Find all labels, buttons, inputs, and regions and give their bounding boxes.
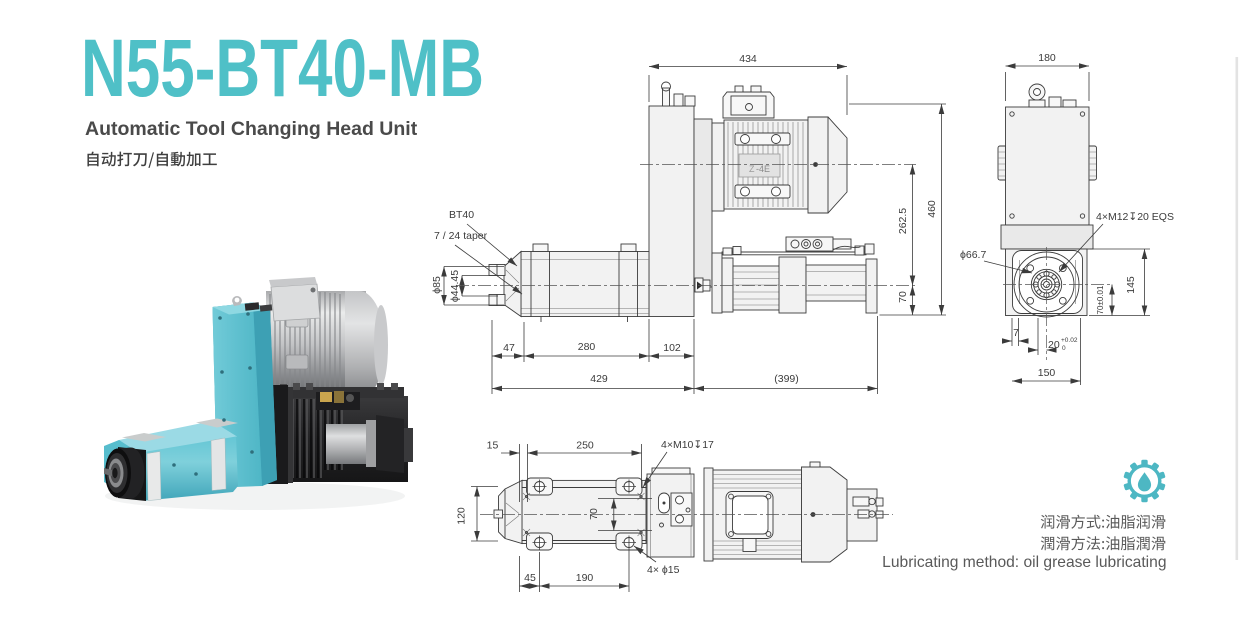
svg-text:70: 70 — [588, 508, 600, 520]
svg-text:4×M12↧20 EQS: 4×M12↧20 EQS — [1096, 211, 1174, 223]
svg-text:70: 70 — [897, 291, 909, 303]
svg-text:ϕ44.45: ϕ44.45 — [449, 270, 461, 302]
svg-text:15: 15 — [487, 440, 499, 452]
svg-text:Lubricating method: oil grease: Lubricating method: oil grease lubricati… — [882, 554, 1166, 571]
svg-text:4× ϕ15: 4× ϕ15 — [647, 564, 680, 576]
svg-text:102: 102 — [663, 342, 681, 354]
svg-text:7: 7 — [1013, 327, 1019, 339]
svg-text:280: 280 — [578, 341, 596, 353]
svg-text:ϕ85: ϕ85 — [431, 276, 443, 294]
svg-text:4×M10↧17: 4×M10↧17 — [661, 439, 714, 451]
svg-text:45: 45 — [524, 572, 536, 584]
svg-text:+0.02: +0.02 — [1061, 337, 1078, 344]
svg-text:20: 20 — [1048, 339, 1060, 351]
svg-text:150: 150 — [1038, 367, 1056, 379]
svg-text:ϕ66.7: ϕ66.7 — [960, 249, 986, 261]
svg-text:(399): (399) — [774, 373, 799, 385]
svg-text:262.5: 262.5 — [897, 208, 909, 234]
svg-text:-4E: -4E — [756, 164, 770, 174]
svg-text:7 / 24 taper: 7 / 24 taper — [434, 230, 488, 242]
svg-text:434: 434 — [739, 53, 757, 65]
svg-text:Z: Z — [749, 164, 755, 174]
svg-text:145: 145 — [1125, 276, 1137, 294]
svg-text:47: 47 — [503, 342, 515, 354]
svg-text:0: 0 — [1062, 345, 1066, 352]
svg-text:250: 250 — [576, 440, 594, 452]
svg-text:190: 190 — [576, 572, 594, 584]
svg-text:BT40: BT40 — [449, 209, 474, 221]
svg-text:70±0.01: 70±0.01 — [1096, 285, 1105, 314]
svg-text:120: 120 — [456, 507, 468, 525]
svg-text:180: 180 — [1038, 52, 1056, 64]
svg-text:460: 460 — [926, 200, 938, 218]
svg-text:429: 429 — [590, 373, 608, 385]
